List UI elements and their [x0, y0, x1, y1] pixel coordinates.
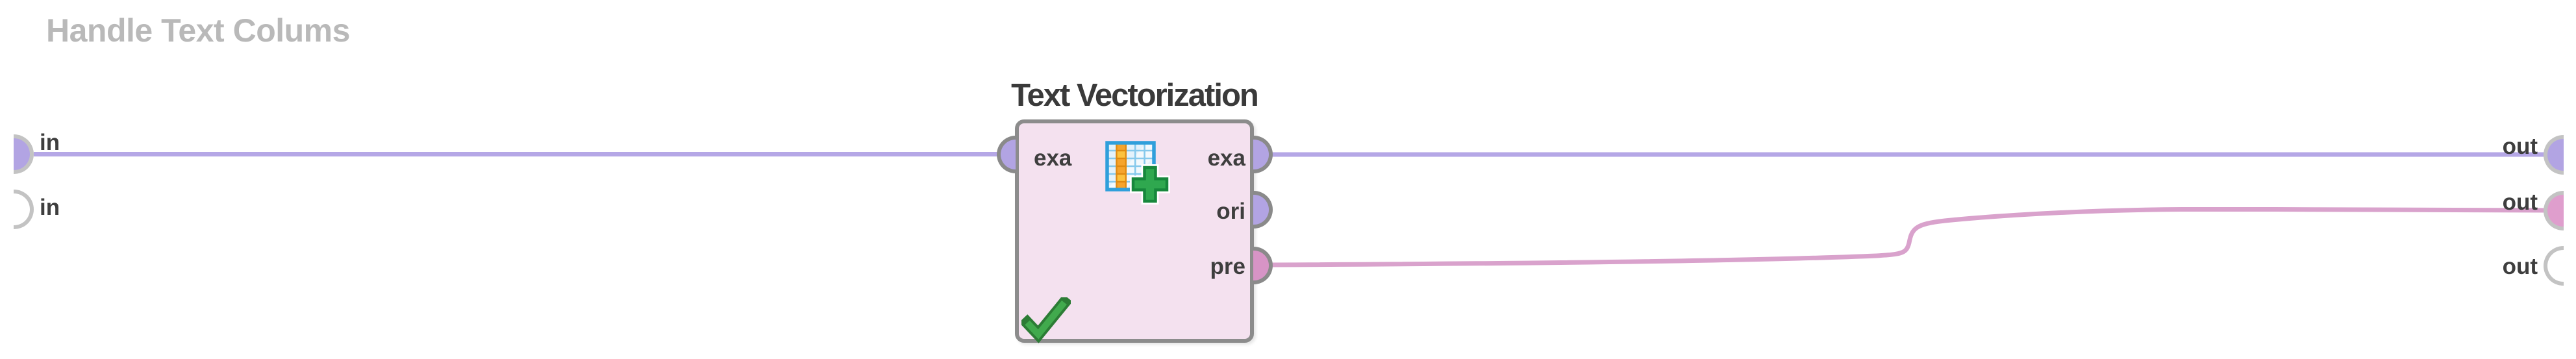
- operator-port-ori-out-label: ori: [1216, 199, 1245, 224]
- operator-port-pre-out-label: pre: [1210, 254, 1245, 279]
- process-output-port-3-label: out: [2502, 254, 2538, 279]
- operator-port-exa-out-label: exa: [1207, 145, 1245, 171]
- wire-pre-to-out[interactable]: [1269, 206, 2548, 267]
- process-output-port-2-label: out: [2502, 190, 2538, 215]
- operator-port-exa-in-label: exa: [1034, 145, 1072, 171]
- status-ok-check-icon: [1021, 297, 1071, 343]
- process-input-port-2-label: in: [40, 195, 60, 220]
- table-add-column-icon: [1105, 141, 1170, 204]
- process-input-port-1-label: in: [40, 130, 60, 155]
- process-output-port-1-label: out: [2502, 134, 2538, 159]
- operator-title: Text Vectorization: [1011, 78, 1259, 113]
- process-title: Handle Text Colums: [46, 12, 350, 49]
